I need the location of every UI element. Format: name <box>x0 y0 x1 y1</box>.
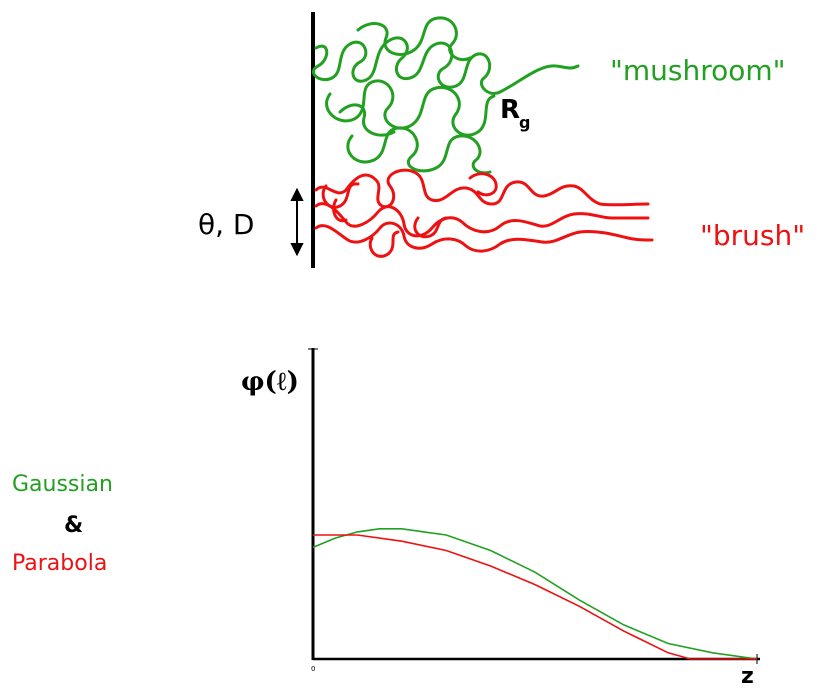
series-line-gaussian <box>312 528 758 660</box>
spacing-arrow <box>290 187 304 257</box>
legend-parabola: Parabola <box>12 551 107 576</box>
legend-gaussian: Gaussian <box>12 472 113 497</box>
rg-label: R <box>500 95 520 125</box>
brush-chains <box>314 168 654 258</box>
brush-label: "brush" <box>700 219 805 252</box>
series-line-parabola <box>313 534 757 660</box>
y-axis-label: φ(ℓ) <box>241 367 299 397</box>
rg-subscript: g <box>519 113 530 132</box>
x-axis-label: z <box>741 664 754 688</box>
legend: Gaussian & Parabola <box>12 472 113 576</box>
mushroom-label: "mushroom" <box>610 54 786 87</box>
theta-d-label: θ, D <box>198 208 255 241</box>
mushroom-coil <box>311 16 580 175</box>
origin-tick-label: 0 <box>311 665 315 673</box>
plot-area: φ(ℓ) z 0 <box>241 348 760 688</box>
legend-ampersand: & <box>64 513 83 538</box>
